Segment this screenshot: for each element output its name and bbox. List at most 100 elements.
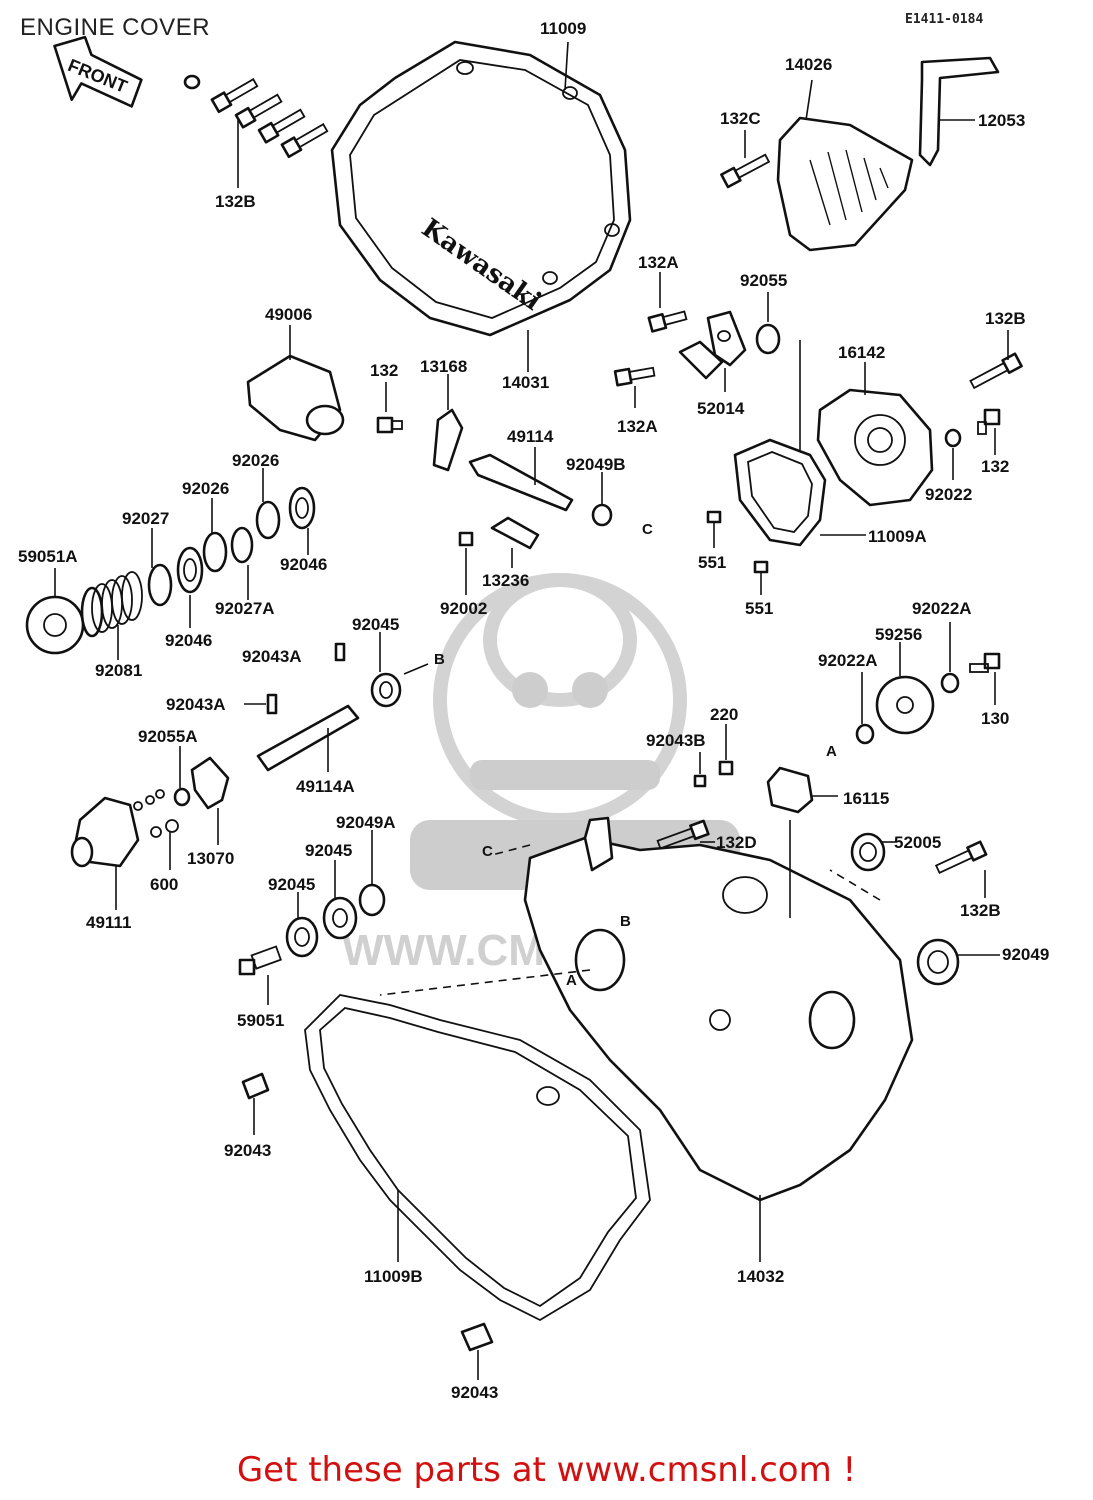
ref-letter-c: C (642, 521, 653, 538)
part-label-59256: 59256 (875, 625, 922, 644)
shaft-49114 (468, 447, 574, 512)
dowel-pins-551 (706, 510, 769, 595)
spring-92081 (80, 571, 143, 660)
part-label-220: 220 (710, 705, 738, 724)
bolt-132b-right (969, 330, 1023, 390)
part-label-92049a: 92049A (336, 813, 396, 832)
part-label-14031: 14031 (502, 373, 549, 392)
bearing-92045-upper (370, 632, 429, 708)
part-label-92046-b: 92046 (165, 631, 212, 650)
part-label-92002: 92002 (440, 599, 487, 618)
part-label-16115: 16115 (843, 789, 889, 808)
bolt-132c (720, 130, 771, 189)
washer-92027a (230, 526, 254, 600)
part-label-132c: 132C (720, 109, 761, 128)
part-label-600: 600 (150, 875, 178, 894)
part-label-13070: 13070 (187, 849, 234, 868)
bearing-92045-lower (285, 892, 319, 958)
bolt-set-132b-top (183, 74, 329, 188)
ref-letter-a: A (566, 972, 577, 989)
bolt-132b-lower (934, 840, 988, 898)
part-label-132b-top: 132B (215, 192, 256, 211)
dowel-92043-upper (241, 1072, 270, 1135)
part-label-92022: 92022 (925, 485, 972, 504)
part-label-92043a-a: 92043A (242, 647, 302, 666)
part-label-49111: 49111 (86, 913, 131, 932)
part-label-49006: 49006 (265, 305, 312, 324)
bolt-130 (969, 652, 1001, 705)
part-label-132a-b: 132A (617, 417, 658, 436)
part-label-92043b: 92043B (646, 731, 706, 750)
front-direction-arrow: FRONT (53, 35, 143, 108)
ref-letter-b: B (434, 651, 445, 668)
part-label-11009a: 11009A (868, 527, 927, 546)
pin-92043b (693, 752, 707, 788)
part-label-52005: 52005 (894, 833, 941, 852)
ratchet-59051a (25, 568, 85, 655)
washer-92022 (944, 428, 962, 480)
ref-letter-a: A (826, 743, 837, 760)
washer-92027 (147, 528, 173, 607)
part-label-132b-lower: 132B (960, 901, 1001, 920)
plate-13236 (490, 516, 540, 568)
pin-92043a-lower (244, 693, 278, 715)
part-label-92027: 92027 (122, 509, 169, 528)
crankcase-cover-14032 (523, 816, 914, 1262)
cap-59256 (875, 642, 935, 735)
part-label-132-b: 132 (981, 457, 1009, 476)
part-label-11009b: 11009B (364, 1267, 423, 1286)
seal-92049a (358, 830, 386, 917)
part-label-49114a: 49114A (296, 777, 355, 796)
part-label-132d: 132D (716, 833, 757, 852)
part-label-49114: 49114 (507, 427, 554, 446)
bolt-132-left (376, 382, 403, 434)
plug-220 (718, 724, 734, 776)
seal-92055a (173, 746, 191, 807)
o-ring-92055 (755, 292, 781, 355)
part-label-92049b: 92049B (566, 455, 626, 474)
part-label-551-a: 551 (698, 553, 726, 572)
gear-92046-left (176, 546, 204, 628)
page-title: ENGINE COVER (20, 14, 211, 41)
bolt-132d (656, 819, 715, 850)
bolt-132a-upper (647, 272, 688, 333)
seal-92049b (591, 472, 613, 527)
part-label-59051: 59051 (237, 1011, 284, 1030)
part-label-13168: 13168 (420, 357, 467, 376)
part-label-16142: 16142 (838, 343, 885, 362)
washer-92022a-left (855, 672, 875, 745)
bearing-92045-mid (322, 860, 358, 940)
part-label-12053: 12053 (978, 111, 1025, 130)
dowel-92043-lower (460, 1322, 494, 1380)
shaft-49114a (256, 704, 360, 772)
part-label-92026-a: 92026 (232, 451, 279, 470)
part-label-92045-b: 92045 (305, 841, 352, 860)
part-label-92026-b: 92026 (182, 479, 229, 498)
exploded-parts-diagram: WWW.CMSNL.COM FRONT K (18, 19, 1049, 1402)
diagram-reference-code: E1411-0184 (905, 12, 984, 27)
impeller-13070 (190, 756, 230, 845)
part-label-92022a-a: 92022A (912, 599, 972, 618)
gear-92046-right (288, 486, 316, 555)
footer-link[interactable]: Get these parts at www.cmsnl.com ! (236, 1450, 857, 1490)
washer-92026-lower (202, 498, 228, 573)
part-label-132-a: 132 (370, 361, 398, 380)
lever-13168 (432, 374, 464, 472)
gasket-11009a (733, 340, 866, 547)
washer-92026-upper (255, 468, 281, 540)
gasket-11009b (304, 994, 651, 1322)
part-label-92027a: 92027A (215, 599, 275, 618)
clutch-cover-14031: Kawasaki (330, 40, 632, 372)
part-label-92055: 92055 (740, 271, 787, 290)
part-label-59051a: 59051A (18, 547, 78, 566)
sprocket-cover-14026 (776, 79, 914, 252)
ref-letter-c: C (482, 843, 493, 860)
seal-52005 (850, 832, 895, 872)
part-label-92081: 92081 (95, 661, 142, 680)
alignment-lines (379, 844, 881, 996)
bolt-132-right (977, 408, 1001, 455)
holder-49006 (246, 325, 345, 442)
part-label-130: 130 (981, 709, 1009, 728)
ref-letter-b: B (620, 913, 631, 930)
part-label-92043a-b: 92043A (166, 695, 226, 714)
